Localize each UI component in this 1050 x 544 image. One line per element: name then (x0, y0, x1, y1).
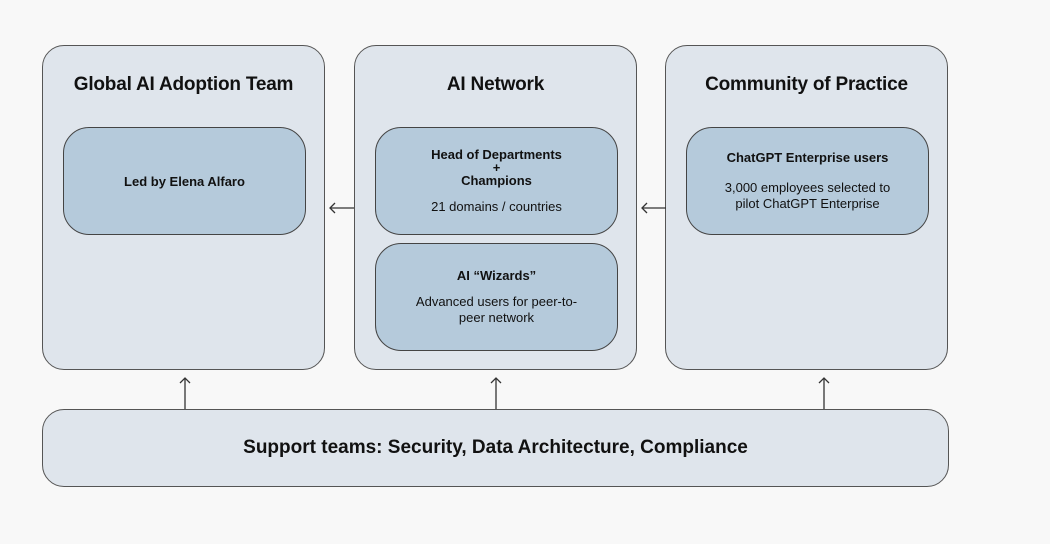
card-detail-line: 3,000 employees selected to (724, 179, 891, 195)
card-heading-plus: + (492, 159, 501, 175)
column-ai-network: AI Network Head of Departments + Champio… (354, 45, 637, 370)
card-heading: ChatGPT Enterprise users (726, 149, 889, 165)
card-heading: Led by Elena Alfaro (124, 173, 245, 189)
card-detail-line: peer network (458, 309, 535, 325)
arrow-left-icon (329, 202, 354, 214)
card-heading: Head of Departments (431, 146, 562, 162)
support-teams-label: Support teams: Security, Data Architectu… (243, 437, 748, 458)
arrow-up-icon (490, 377, 502, 410)
arrow-up-icon (179, 377, 191, 410)
column-title: AI Network (446, 74, 545, 95)
card-detail-line: pilot ChatGPT Enterprise (735, 195, 880, 211)
column-title: Global AI Adoption Team (73, 74, 294, 95)
column-global-ai-adoption-team: Global AI Adoption Team Led by Elena Alf… (42, 45, 325, 370)
arrow-up-icon (818, 377, 830, 410)
card-detail: 3,000 employees selected to pilot ChatGP… (725, 180, 891, 212)
card-heading: Champions (461, 172, 532, 188)
card-detail-line: Advanced users for peer-to- (415, 293, 578, 309)
card-heading: AI “Wizards” (456, 267, 537, 283)
column-title: Community of Practice (705, 74, 908, 95)
card-heads-champions: Head of Departments + Champions 21 domai… (375, 127, 618, 235)
support-teams-bar: Support teams: Security, Data Architectu… (42, 409, 949, 487)
card-detail: 21 domains / countries (431, 198, 562, 214)
card-detail: Advanced users for peer-to- peer network (416, 294, 577, 326)
arrow-left-icon (641, 202, 666, 214)
column-community-of-practice: Community of Practice ChatGPT Enterprise… (665, 45, 948, 370)
card-chatgpt-users: ChatGPT Enterprise users 3,000 employees… (686, 127, 929, 235)
card-leader: Led by Elena Alfaro (63, 127, 306, 235)
card-ai-wizards: AI “Wizards” Advanced users for peer-to-… (375, 243, 618, 351)
